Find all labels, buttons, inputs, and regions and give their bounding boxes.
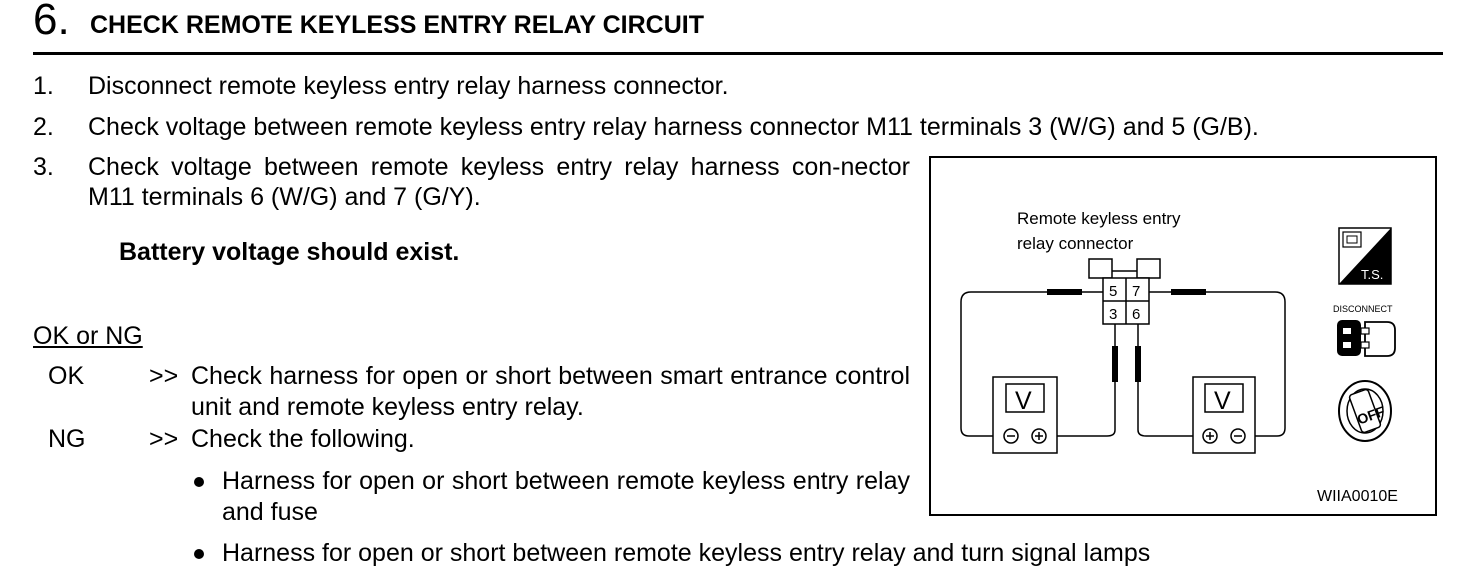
step-3-text: Check voltage between remote keyless ent… (88, 153, 910, 211)
ng-arrow: >> (149, 425, 179, 453)
terminal-6: 6 (1132, 306, 1140, 323)
ignition-off-icon: OFF (1338, 380, 1392, 442)
connector-label-line2: relay connector (1017, 234, 1134, 253)
ok-action: Check harness for open or short between … (191, 362, 910, 421)
terminal-7: 7 (1132, 283, 1140, 300)
bullet-icon (194, 477, 204, 487)
disconnect-icon: DISCONNECT (1333, 304, 1396, 357)
step-2-text: Check voltage between remote keyless ent… (88, 113, 1259, 141)
relay-connector-icon: 5 7 3 6 (1088, 258, 1161, 325)
figure-code: WIIA0010E (1317, 488, 1398, 505)
ts-label: T.S. (1361, 267, 1383, 282)
ng-label: NG (48, 425, 86, 453)
circuit-figure: Remote keyless entry relay connector 5 7… (929, 156, 1437, 516)
step-title: CHECK REMOTE KEYLESS ENTRY RELAY CIRCUIT (90, 11, 704, 39)
bullet-icon (194, 549, 204, 559)
ng-bullet-1: Harness for open or short between remote… (222, 467, 910, 526)
ng-bullet-2: Harness for open or short between remote… (222, 539, 1151, 567)
step-1-text: Disconnect remote keyless entry relay ha… (88, 72, 729, 100)
header-rule (33, 52, 1443, 55)
ts-icon: T.S. (1338, 227, 1392, 285)
disconnect-label: DISCONNECT (1333, 304, 1393, 314)
circuit-diagram: Remote keyless entry relay connector 5 7… (960, 209, 1398, 505)
connector-label-line1: Remote keyless entry (1017, 209, 1181, 228)
terminal-5: 5 (1109, 283, 1117, 300)
step-number: 6. (33, 0, 70, 44)
ng-action: Check the following. (191, 425, 415, 453)
step-2-number: 2. (33, 113, 54, 141)
voltmeter-right-icon: V (1192, 376, 1256, 454)
step-3-number: 3. (33, 153, 54, 181)
ok-label: OK (48, 362, 85, 390)
step-1-number: 1. (33, 72, 54, 100)
voltmeter-left-icon: V (992, 376, 1058, 454)
specification: Battery voltage should exist. (119, 238, 460, 266)
result-heading: OK or NG (33, 322, 143, 350)
meter-left-label: V (1015, 387, 1032, 415)
meter-right-label: V (1214, 387, 1231, 415)
terminal-3: 3 (1109, 306, 1117, 323)
ok-arrow: >> (149, 362, 179, 390)
